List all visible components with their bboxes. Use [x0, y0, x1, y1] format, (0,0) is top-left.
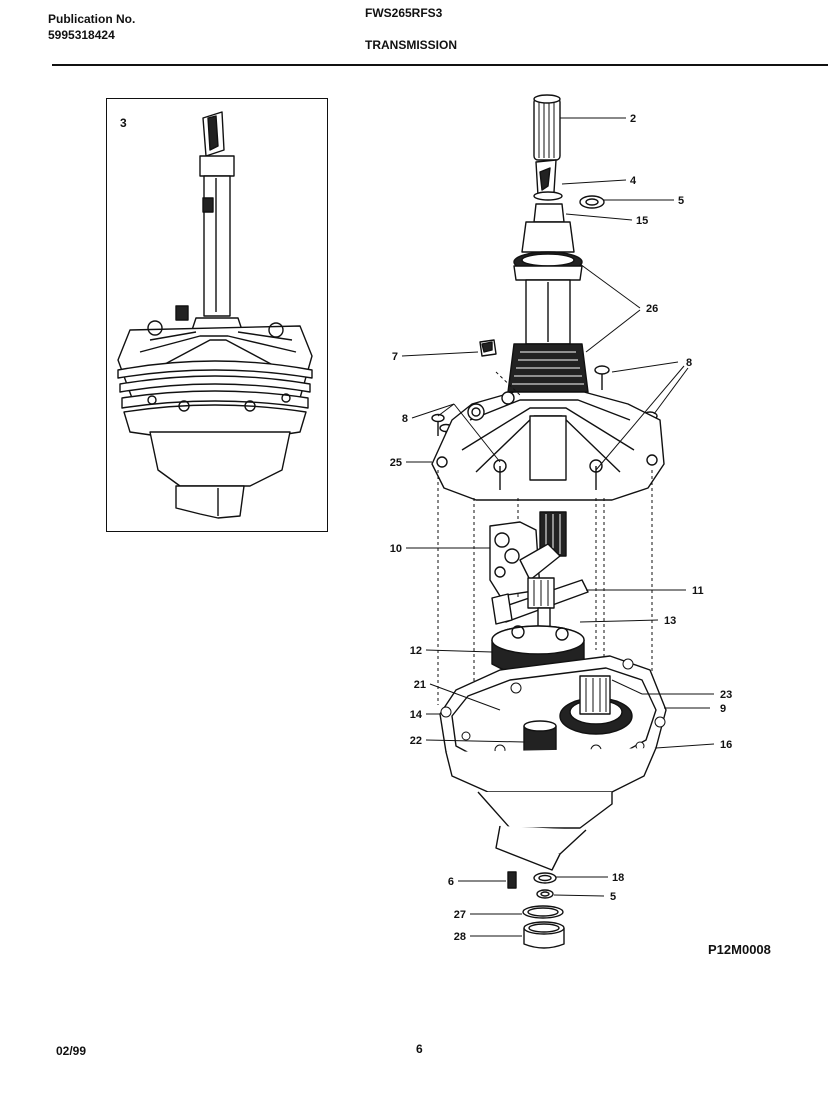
callout-8-right: 8: [686, 357, 692, 369]
leader-lines: [401, 117, 715, 937]
footer-date: 02/99: [56, 1044, 87, 1058]
callout-12: 12: [410, 645, 422, 657]
callout-26: 26: [646, 303, 658, 315]
callout-22: 22: [410, 735, 422, 747]
publication-label: Publication No.: [48, 12, 136, 26]
callout-18: 18: [612, 872, 624, 884]
section-title: TRANSMISSION: [365, 38, 458, 52]
callout-27: 27: [454, 909, 466, 921]
inset-label: 3: [120, 116, 127, 130]
callout-11: 11: [692, 585, 704, 597]
callout-25: 25: [390, 457, 402, 469]
part-2-splined-shaft: [533, 97, 561, 161]
main-exploded-view: [431, 94, 667, 949]
callout-15: 15: [636, 215, 648, 227]
callout-8-left: 8: [402, 413, 408, 425]
part-23-pinion: [579, 675, 611, 715]
header-rule: [52, 64, 828, 66]
part-4-ring: [533, 191, 563, 201]
callout-14: 14: [410, 709, 423, 721]
part-15-seal: [533, 203, 565, 223]
part-5-washer: [579, 195, 605, 209]
part-18-ring: [533, 872, 557, 884]
part-6-screw: [507, 871, 517, 889]
publication-number: 5995318424: [48, 28, 115, 42]
drawing-code: P12M0008: [708, 942, 771, 957]
callout-28: 28: [454, 931, 466, 943]
model-number: FWS265RFS3: [365, 6, 443, 20]
callout-9: 9: [720, 703, 726, 715]
callout-2: 2: [630, 113, 636, 125]
callout-6: 6: [448, 876, 454, 888]
callout-21: 21: [414, 679, 426, 691]
callout-16: 16: [720, 739, 732, 751]
page-number: 6: [416, 1042, 423, 1056]
callout-5-lower: 5: [610, 891, 616, 903]
callout-10: 10: [390, 543, 402, 555]
callout-labels: 2 4 5 15 26 7 8 8 25 10 11 13 12 21 23 9…: [390, 113, 733, 943]
inset-assembly-view: [106, 98, 328, 532]
inset-transmission-assembly: [117, 111, 313, 519]
callout-5: 5: [678, 195, 684, 207]
callout-23: 23: [720, 689, 732, 701]
callout-7: 7: [392, 351, 398, 363]
callout-4: 4: [630, 175, 637, 187]
callout-13: 13: [664, 615, 676, 627]
part-5-washer-lower: [536, 889, 554, 899]
